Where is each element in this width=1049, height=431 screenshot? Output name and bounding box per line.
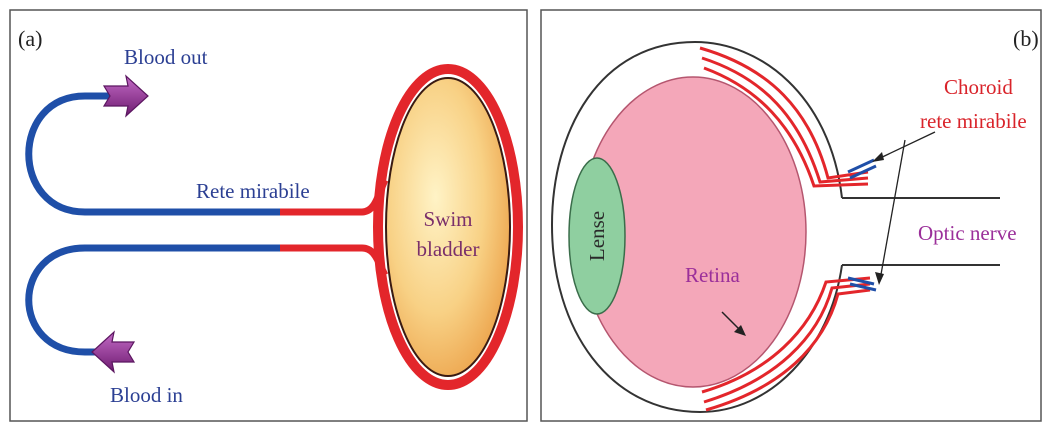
- panel-b-tag: (b): [1013, 26, 1039, 51]
- blood-out-label: Blood out: [124, 45, 208, 69]
- optic-nerve-label: Optic nerve: [918, 221, 1017, 245]
- choroid-label-line1: Choroid: [944, 75, 1013, 99]
- panel-a-tag: (a): [18, 26, 42, 51]
- rete-mirabile-label: Rete mirabile: [196, 179, 310, 203]
- choroid-label-line2: rete mirabile: [920, 109, 1027, 133]
- blood-in-label: Blood in: [110, 383, 183, 407]
- panel-b: (b): [541, 10, 1041, 421]
- swim-bladder-label-line1: Swim: [423, 207, 472, 231]
- panel-a: (a) Blood out Blood in Rete mirabile Swi…: [10, 10, 527, 421]
- retina-label: Retina: [685, 263, 740, 287]
- lense-label: Lense: [585, 211, 609, 261]
- swim-bladder-label-line2: bladder: [417, 237, 480, 261]
